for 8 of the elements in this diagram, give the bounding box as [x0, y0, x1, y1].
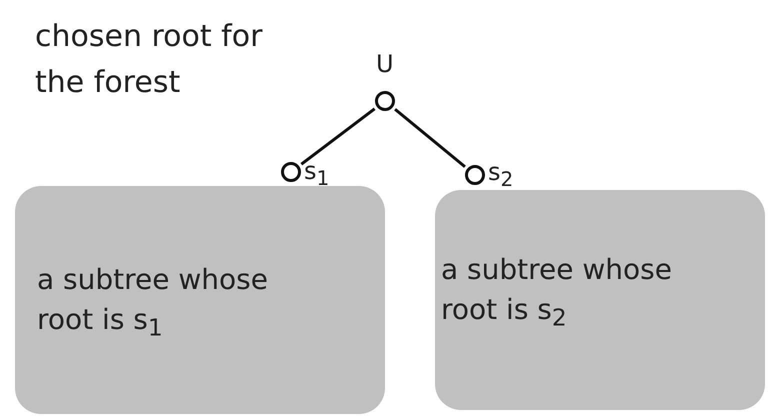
node-label: s$_{2}$: [488, 159, 514, 192]
tree-edge: [300, 108, 376, 166]
subtree-text: a subtree whose root is s$_{1}$: [37, 262, 269, 344]
note-text: chosen root for the forest: [35, 18, 264, 102]
node-label: s$_{1}$: [304, 158, 330, 191]
node-label: U: [376, 51, 394, 77]
subtree-text: a subtree whose root is s$_{2}$: [441, 252, 673, 334]
tree-edge: [394, 108, 466, 168]
